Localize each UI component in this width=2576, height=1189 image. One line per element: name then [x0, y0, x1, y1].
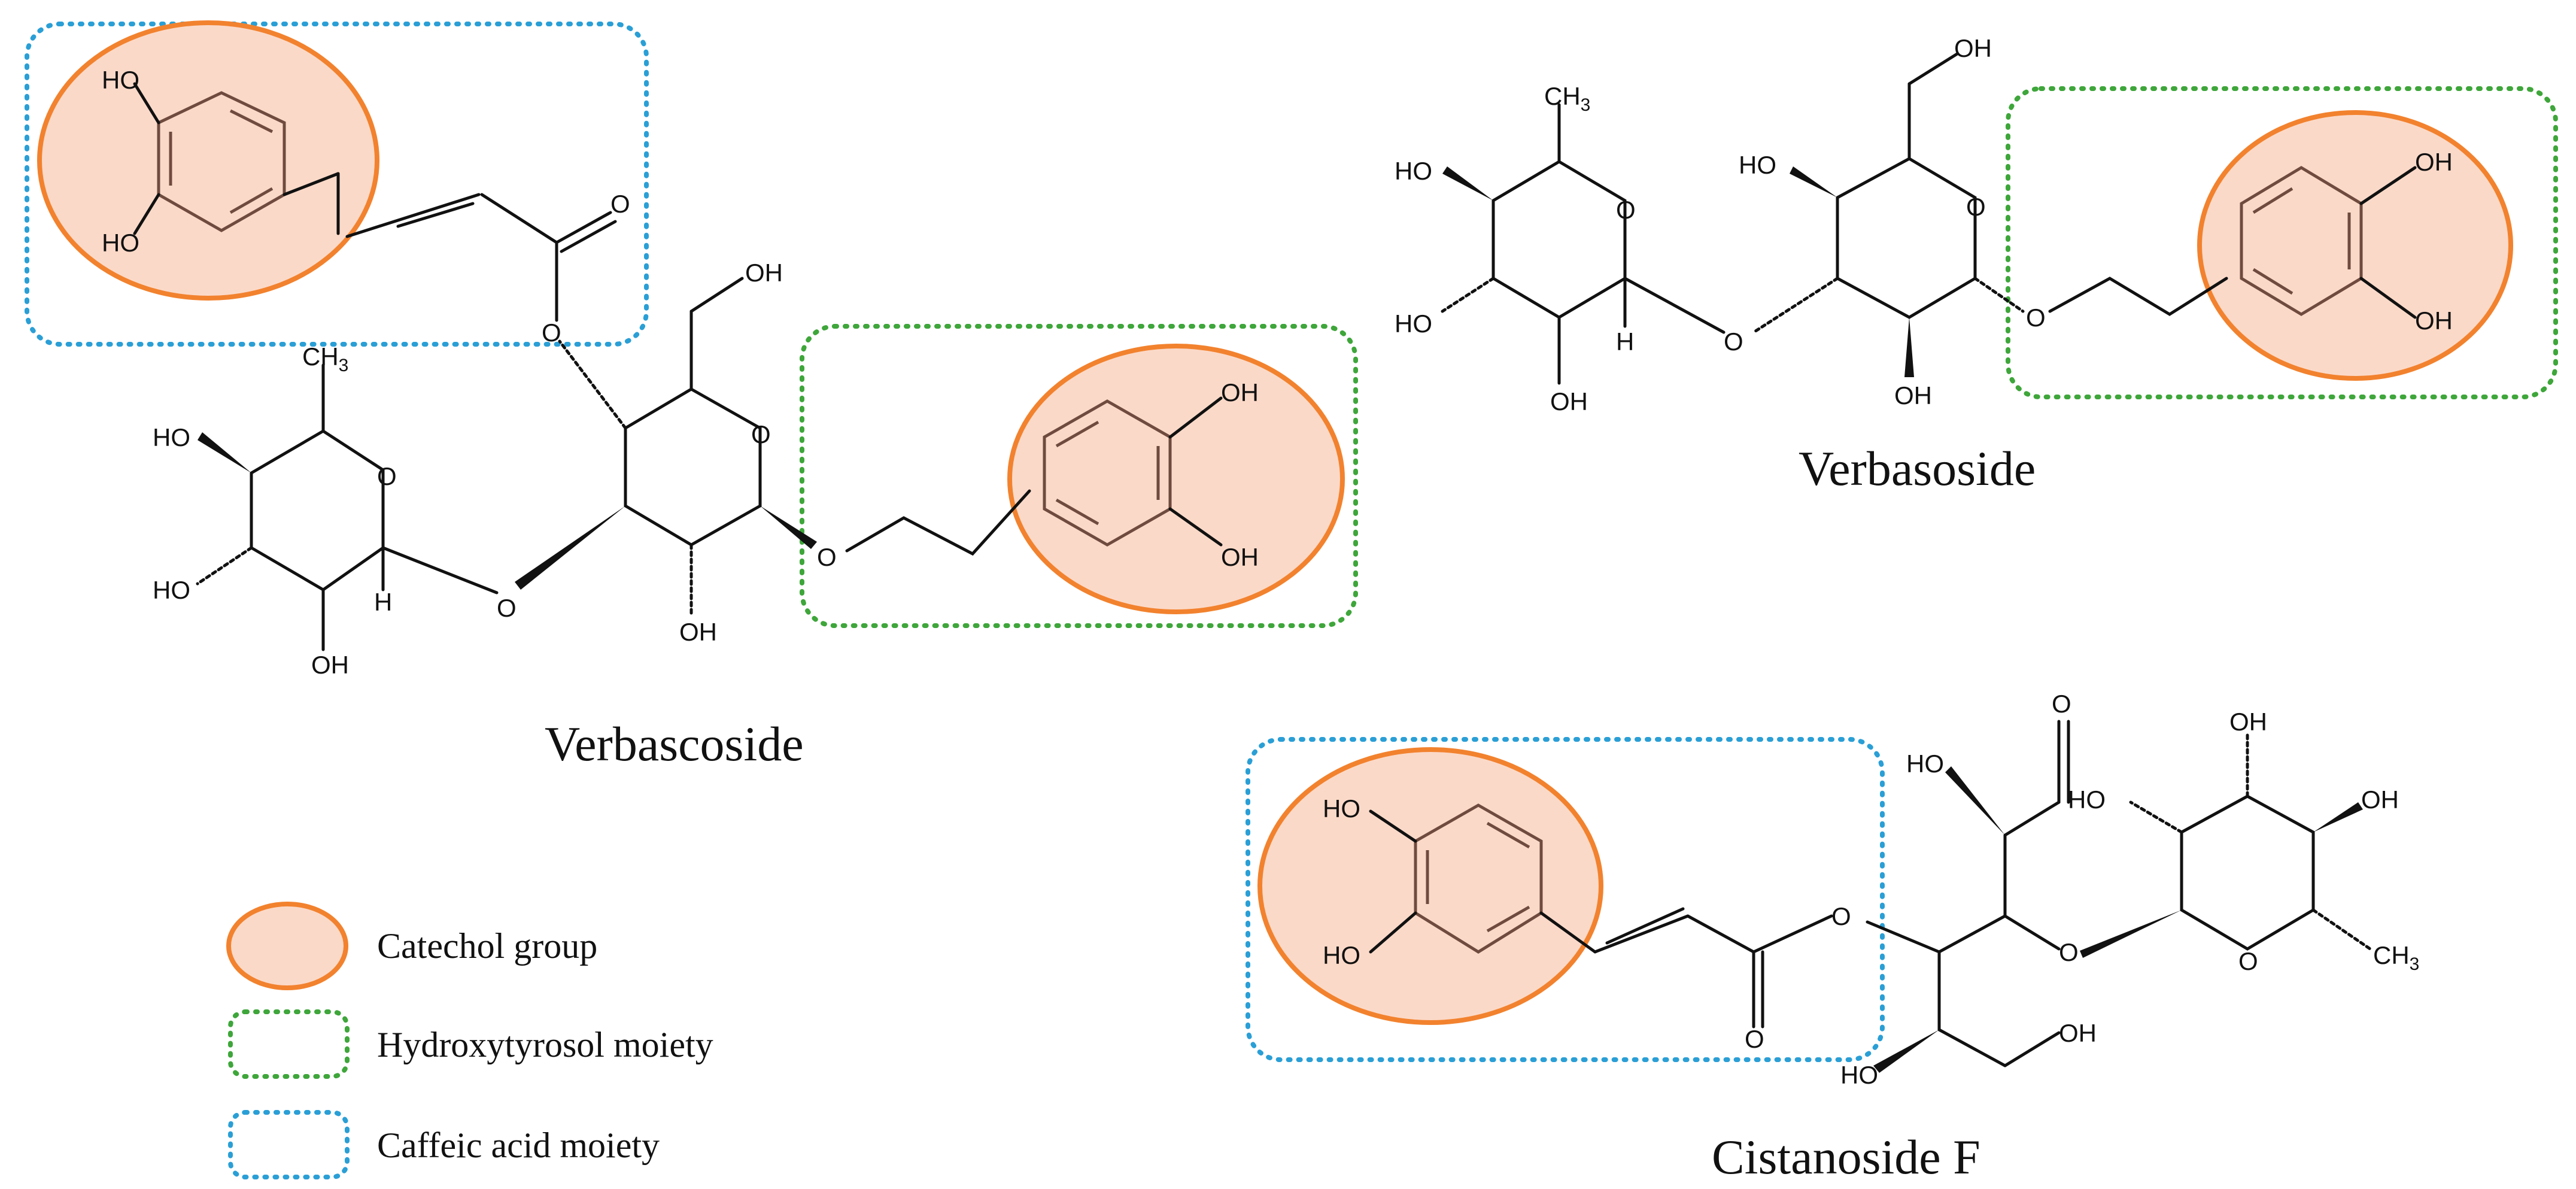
- glucose-ring: [1836, 157, 1977, 319]
- hydroxytyrosol-box: [2006, 86, 2558, 399]
- atom-ho: HO: [1323, 941, 1360, 969]
- atom-o: O: [2026, 304, 2046, 332]
- atom-ho: HO: [1906, 750, 1944, 778]
- legend-caffeic-swatch: [228, 1110, 350, 1179]
- atom-oh: OH: [1221, 543, 1259, 571]
- legend-hydroxytyrosol-swatch: [228, 1009, 350, 1079]
- compound-name-verbascoside: Verbascoside: [545, 717, 804, 771]
- atom-ho: HO: [1739, 151, 1776, 179]
- atom-ho: HO: [1323, 794, 1360, 823]
- atom-oh: OH: [1221, 378, 1259, 407]
- legend: Catechol group Hydroxytyrosol moiety Caf…: [226, 902, 713, 1179]
- atom-ch3: CH3: [1544, 82, 1590, 115]
- caffeic-acid-box: [1246, 737, 1885, 1062]
- atom-h: H: [1616, 327, 1634, 356]
- atom-o: O: [1831, 902, 1851, 930]
- rhamnose-ring: [250, 429, 385, 592]
- atom-oh: OH: [679, 618, 717, 646]
- catechol-ellipse: [2197, 110, 2513, 381]
- atom-o: O: [817, 543, 837, 571]
- catechol-ellipse: [1257, 747, 1603, 1025]
- verbascoside-structure: HO HO O O OH CH3 HO O O HO H O OH OH O O…: [25, 20, 1358, 771]
- atom-o: O: [1616, 196, 1636, 224]
- hydroxytyrosol-box: [800, 324, 1358, 628]
- atom-ho: HO: [153, 576, 190, 604]
- atom-ho: HO: [2068, 785, 2106, 814]
- atom-o: O: [610, 190, 630, 218]
- atom-ho: HO: [102, 66, 139, 94]
- cistanoside-f-structure: O OH HO HO HO OH O HO O O CH3 OH O HO Ci…: [1246, 690, 2419, 1184]
- atom-oh: OH: [2229, 708, 2267, 736]
- glucose-ring: [624, 387, 762, 547]
- atom-o: O: [1966, 193, 1986, 221]
- atom-oh: OH: [2361, 785, 2399, 814]
- compound-name-cistanoside-f: Cistanoside F: [1712, 1130, 1980, 1184]
- atom-o: O: [1724, 327, 1743, 356]
- atom-o: O: [2059, 938, 2079, 966]
- atom-ho: HO: [1395, 157, 1432, 185]
- atom-ho: HO: [1395, 310, 1432, 338]
- legend-caffeic-label: Caffeic acid moiety: [377, 1126, 660, 1165]
- compound-name-verbasoside: Verbasoside: [1799, 441, 2036, 496]
- atom-oh: OH: [311, 651, 349, 679]
- atom-ho: HO: [153, 423, 190, 451]
- atom-o: O: [542, 319, 561, 347]
- atom-oh: OH: [1894, 381, 1932, 410]
- atom-h: H: [374, 588, 392, 616]
- atom-ch3: CH3: [2373, 941, 2419, 974]
- atom-oh: OH: [2415, 307, 2453, 335]
- atom-oh: OH: [2059, 1019, 2097, 1047]
- atom-oh: OH: [2415, 148, 2453, 176]
- atom-ho: HO: [102, 229, 139, 257]
- atom-o: O: [751, 420, 771, 448]
- caffeic-acid-box: [25, 22, 649, 347]
- atom-o: O: [1745, 1025, 1764, 1053]
- atom-o: O: [377, 462, 397, 490]
- catechol-ellipse: [37, 20, 379, 301]
- rhamnose-ring: [2180, 794, 2315, 951]
- atom-o: O: [2052, 690, 2071, 718]
- catechol-ellipse: [1007, 344, 1345, 614]
- verbasoside-structure: CH3 OH HO HO O O OH HO H O O OH OH OH Ve…: [1395, 34, 2558, 496]
- atom-oh: OH: [1954, 34, 1992, 62]
- atom-o: O: [2238, 947, 2258, 975]
- atom-oh: OH: [745, 259, 783, 287]
- rhamnose-ring: [1491, 160, 1627, 319]
- atom-oh: OH: [1550, 387, 1588, 415]
- atom-o: O: [497, 594, 517, 622]
- legend-catechol-swatch: [226, 902, 348, 990]
- legend-catechol-label: Catechol group: [377, 926, 597, 966]
- legend-hydroxytyrosol-label: Hydroxytyrosol moiety: [377, 1025, 713, 1064]
- atom-ch3: CH3: [302, 342, 348, 375]
- atom-ho: HO: [1840, 1061, 1878, 1089]
